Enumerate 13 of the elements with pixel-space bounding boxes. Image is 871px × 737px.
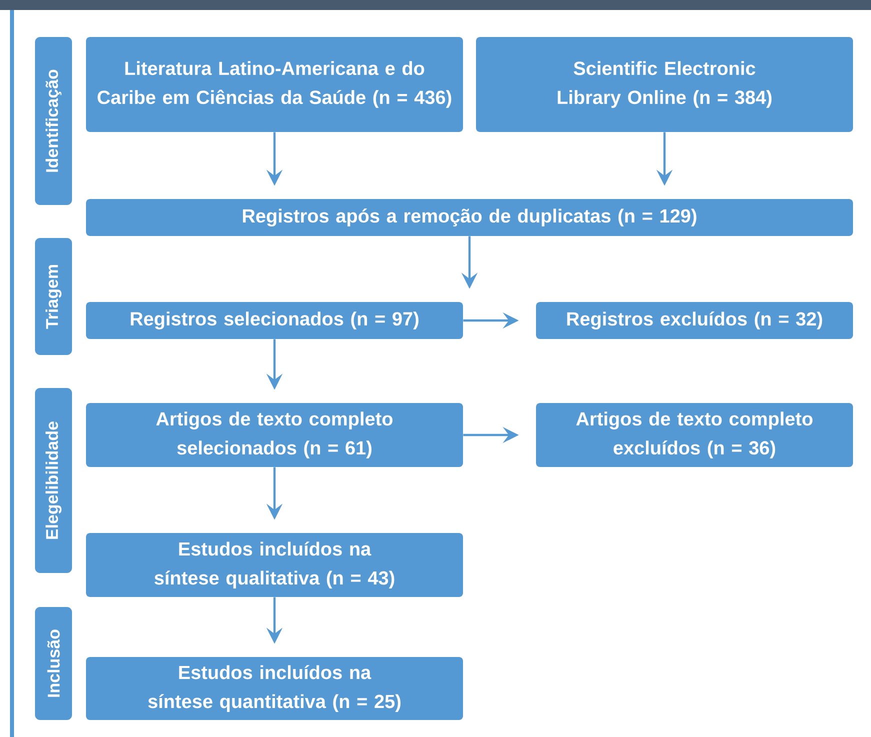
stage-label: Elegelibilidade — [35, 388, 72, 573]
process-box: Estudos incluídos na síntese quantitativa (n = 25) — [86, 657, 463, 720]
process-box: Artigos de texto completo excluídos (n = 36) — [536, 403, 853, 467]
process-box: Artigos de texto completo selecionados (n = 61) — [86, 403, 463, 467]
process-box: Literatura Latino-Americana e do Caribe em Ciências da Saúde (n = 436) — [86, 37, 463, 132]
process-box: Scientific Electronic Library Online (n = 384) — [476, 37, 853, 132]
process-box: Registros excluídos (n = 32) — [536, 302, 853, 339]
process-box: Registros selecionados (n = 97) — [86, 302, 463, 339]
stage-label: Triagem — [35, 238, 72, 355]
process-box: Registros após a remoção de duplicatas (n = 129) — [86, 199, 853, 236]
stage-label: Inclusão — [35, 607, 72, 720]
process-box: Estudos incluídos na síntese qualitativa (n = 43) — [86, 533, 463, 597]
stage-label: Identificação — [35, 37, 72, 205]
